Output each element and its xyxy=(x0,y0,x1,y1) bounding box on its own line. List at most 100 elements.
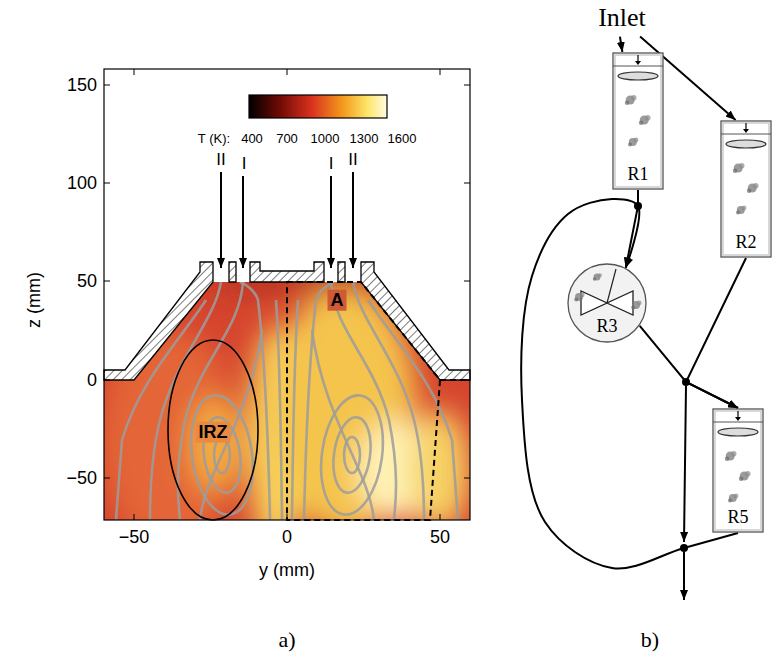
label-slot: 50 xyxy=(430,527,450,548)
axis-ticks xyxy=(134,69,135,75)
inlet-label: I xyxy=(329,154,334,174)
streamlines xyxy=(116,282,282,520)
reactor-symbol-part xyxy=(631,95,636,100)
colorbar-label: 700 xyxy=(276,132,298,147)
burner-wall xyxy=(338,262,345,282)
reactor-symbol-part xyxy=(625,100,630,105)
reactor-symbol-part xyxy=(598,273,602,277)
region-outline xyxy=(287,282,470,520)
colorbar-label: 400 xyxy=(241,132,263,147)
reactor-symbol-part xyxy=(594,274,601,281)
flow-connector xyxy=(686,258,746,408)
axis-ticks xyxy=(104,478,110,479)
reactor-symbol-part xyxy=(575,293,583,301)
colorbar xyxy=(249,95,387,118)
flow-connector xyxy=(640,37,736,120)
stirred-reactor-circle: R3 xyxy=(567,263,647,343)
reactor-symbol-part xyxy=(725,456,730,461)
reactor-symbol-part xyxy=(726,452,735,461)
label-slot: 700 xyxy=(276,129,298,147)
reactor-symbol-part xyxy=(735,417,741,421)
burner-wall xyxy=(229,262,236,282)
reactor-box: R2 xyxy=(720,120,772,258)
temperature-field xyxy=(100,270,470,555)
reactor-symbol-part xyxy=(737,206,745,214)
reactor-symbol-part xyxy=(723,123,769,255)
reactor-symbol-part xyxy=(728,498,732,502)
temperature-field xyxy=(100,270,480,555)
reactor-symbol xyxy=(712,408,764,533)
reactor-symbol-part xyxy=(731,451,736,456)
colorbar-label: 1600 xyxy=(388,132,417,147)
reactor-symbol-part xyxy=(718,428,758,436)
reactor-symbol-part xyxy=(574,297,578,301)
label-slot: T (K): xyxy=(198,129,230,147)
region-label: A xyxy=(328,290,347,311)
reactor-symbol-part xyxy=(640,116,649,125)
axis-ticks xyxy=(287,69,288,75)
label-slot: 150 xyxy=(67,75,97,96)
reactor-box: R1 xyxy=(612,52,664,190)
label-slot: II xyxy=(348,150,357,170)
reactor-symbol-part xyxy=(734,164,743,173)
reactor-symbol-part xyxy=(632,301,640,309)
tick-label: −50 xyxy=(66,468,97,489)
network-wire xyxy=(684,386,686,600)
reactor-symbol-part xyxy=(618,72,658,80)
colorbar-label: T (K): xyxy=(198,132,230,147)
tick-label: 0 xyxy=(87,370,97,391)
inlet-label: Inlet xyxy=(596,4,648,37)
reactor-symbol-part xyxy=(637,301,642,306)
node-text: R1 xyxy=(627,165,648,185)
axis-ticks xyxy=(464,281,470,282)
tick-label: 100 xyxy=(67,173,97,194)
reactor-symbol-part xyxy=(729,494,737,502)
node-text: R2 xyxy=(735,233,756,253)
reactor-symbol-part xyxy=(645,115,650,120)
node-text: R5 xyxy=(727,508,748,528)
reactor-symbol-part xyxy=(628,142,632,146)
label-slot: 50 xyxy=(77,271,97,292)
reactor-symbol-part xyxy=(639,120,644,125)
reactor-symbol-part xyxy=(568,264,646,342)
inlet-arrow xyxy=(330,176,332,268)
irz-outline xyxy=(168,340,258,520)
burner-wall xyxy=(250,262,324,282)
tick-label: 50 xyxy=(430,527,450,548)
axis-ticks xyxy=(464,478,470,479)
reactor-symbol-part xyxy=(745,123,746,129)
inlet-arrow xyxy=(221,172,353,268)
reactor-symbol-part xyxy=(613,66,663,67)
network-wire xyxy=(683,552,685,600)
network-wire xyxy=(684,386,686,542)
inlet-arrow xyxy=(242,176,244,268)
label-slot: z (mm) xyxy=(24,272,45,328)
reactor-box: R5 xyxy=(712,408,764,533)
reactor-symbol-part xyxy=(721,121,771,257)
reactor-symbol-part xyxy=(635,61,641,65)
label-slot: 0 xyxy=(87,370,97,391)
reactor-symbol-part xyxy=(721,134,771,135)
plot-frame xyxy=(104,69,470,520)
axis-ticks xyxy=(440,69,441,75)
reactor-symbol-part xyxy=(581,291,633,315)
node-text: R3 xyxy=(596,317,617,337)
label-slot: y (mm) xyxy=(259,560,315,581)
reactor-symbol-part xyxy=(739,476,744,481)
burner-wall xyxy=(104,262,213,380)
reactor-symbol-part xyxy=(742,206,747,211)
inlet-arrow xyxy=(352,172,354,268)
node-text: Inlet xyxy=(598,4,646,33)
reactor-symbol-part xyxy=(736,210,740,214)
reactor-symbol-part xyxy=(747,188,752,193)
tick-label: 50 xyxy=(77,271,97,292)
reactor-symbol-part xyxy=(753,183,758,188)
reactor-symbol-part xyxy=(733,168,738,173)
label-slot: 400 xyxy=(241,129,263,147)
inlet-label: II xyxy=(348,150,357,170)
reactor-symbol-part xyxy=(613,53,663,189)
tick-label: −50 xyxy=(119,527,150,548)
colorbar-label: 1000 xyxy=(311,132,340,147)
